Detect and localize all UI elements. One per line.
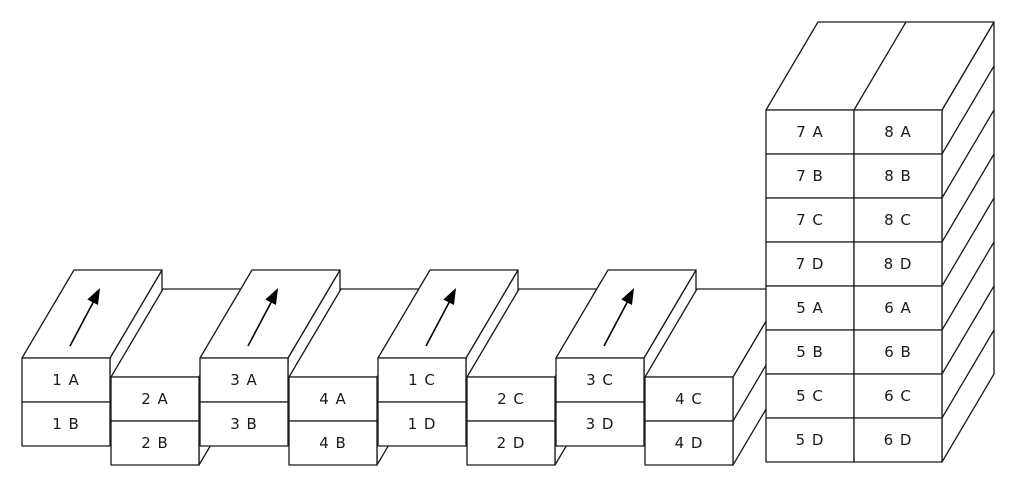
stack-side-divider: [941, 241, 995, 331]
block-cell-top: [199, 357, 289, 403]
block-label: 4 D: [675, 434, 704, 452]
stack-side-divider: [941, 109, 995, 199]
block-cell-top: [377, 357, 467, 403]
stack-cell-label: 7 D: [796, 255, 825, 273]
stack-side-divider: [941, 65, 995, 155]
arrow-icon: [425, 288, 456, 347]
stack-cell-label: 7 B: [796, 167, 824, 185]
arrow-icon: [603, 288, 634, 347]
block-label: 2 C: [497, 390, 525, 408]
stack-side-divider: [941, 285, 995, 375]
block-label: 1 A: [52, 371, 80, 389]
block-cell-bottom: [555, 401, 645, 447]
arrow-head: [621, 288, 634, 305]
low-block-row: 1 A 1 B 2 A 2 B 3 A 3 B 4 A 4 B 1 C 1 D 2 C 2 D 3 C 3…: [21, 269, 786, 466]
block-label: 3 B: [230, 415, 258, 433]
stack-cell: [853, 329, 943, 375]
stack-cell: [765, 373, 855, 419]
block-cell-top: [555, 357, 645, 403]
block-label: 1 D: [408, 415, 437, 433]
stack-cell: [765, 241, 855, 287]
stack-cell-label: 5 C: [796, 387, 824, 405]
stack-cell-label: 6 C: [884, 387, 912, 405]
block-label: 4 C: [675, 390, 703, 408]
stack-cell-label: 8 D: [884, 255, 913, 273]
block-cell-bottom: [466, 420, 556, 466]
tall-stack: 7 A 7 B 7 C 7 D 5 A 5 B 5 C 5 D 8 A 8 B 8 C 8 D 6 A 6…: [765, 21, 995, 463]
stack-cell: [853, 153, 943, 199]
stack-cell-label: 8 B: [884, 167, 912, 185]
stack-cell-label: 5 A: [796, 299, 824, 317]
block-cell-bottom: [110, 420, 200, 466]
block-label: 4 A: [319, 390, 347, 408]
stack-cell-label: 6 D: [884, 431, 913, 449]
stack-cell: [765, 417, 855, 463]
block-cell-bottom: [21, 401, 111, 447]
block-label: 4 B: [319, 434, 347, 452]
arrow-head: [87, 288, 100, 305]
stack-side-divider: [941, 153, 995, 243]
stack-cell: [765, 153, 855, 199]
block-cell-bottom: [288, 420, 378, 466]
arrow-shaft: [247, 294, 276, 347]
stack-side-divider: [941, 197, 995, 287]
block-label: 2 B: [141, 434, 169, 452]
stack-cell-label: 7 A: [796, 123, 824, 141]
block-label: 2 A: [141, 390, 169, 408]
block-label: 1 B: [52, 415, 80, 433]
block-label: 2 D: [497, 434, 526, 452]
stack-cell-label: 5 D: [796, 431, 825, 449]
stack-cell: [853, 241, 943, 287]
block-label: 3 D: [586, 415, 615, 433]
stack-cell: [853, 417, 943, 463]
stack-cell: [765, 329, 855, 375]
stack-cell: [765, 109, 855, 155]
stack-top-divider: [853, 21, 907, 111]
arrow-head: [443, 288, 456, 305]
stack-cell-label: 6 B: [884, 343, 912, 361]
block-label: 3 C: [586, 371, 614, 389]
arrow-icon: [247, 288, 278, 347]
arrow-shaft: [69, 294, 98, 347]
block-cell-top: [21, 357, 111, 403]
block-label: 1 C: [408, 371, 436, 389]
arrow-icon: [69, 288, 100, 347]
block-8: 4 C 4 D: [644, 288, 786, 466]
arrow-shaft: [425, 294, 454, 347]
stack-side-divider: [941, 329, 995, 419]
stack-cell-label: 8 C: [884, 211, 912, 229]
stack-cell-label: 7 C: [796, 211, 824, 229]
block-cell-bottom: [377, 401, 467, 447]
block-cell-top: [110, 376, 200, 422]
block-label: 3 A: [230, 371, 258, 389]
arrow-shaft: [603, 294, 632, 347]
block-cell-top: [466, 376, 556, 422]
stack-cell-label: 5 B: [796, 343, 824, 361]
stack-cell-label: 8 A: [884, 123, 912, 141]
block-cell-bottom: [644, 420, 734, 466]
arrow-head: [265, 288, 278, 305]
block-cell-bottom: [199, 401, 289, 447]
stack-cell-label: 6 A: [884, 299, 912, 317]
stack-cell: [853, 197, 943, 243]
